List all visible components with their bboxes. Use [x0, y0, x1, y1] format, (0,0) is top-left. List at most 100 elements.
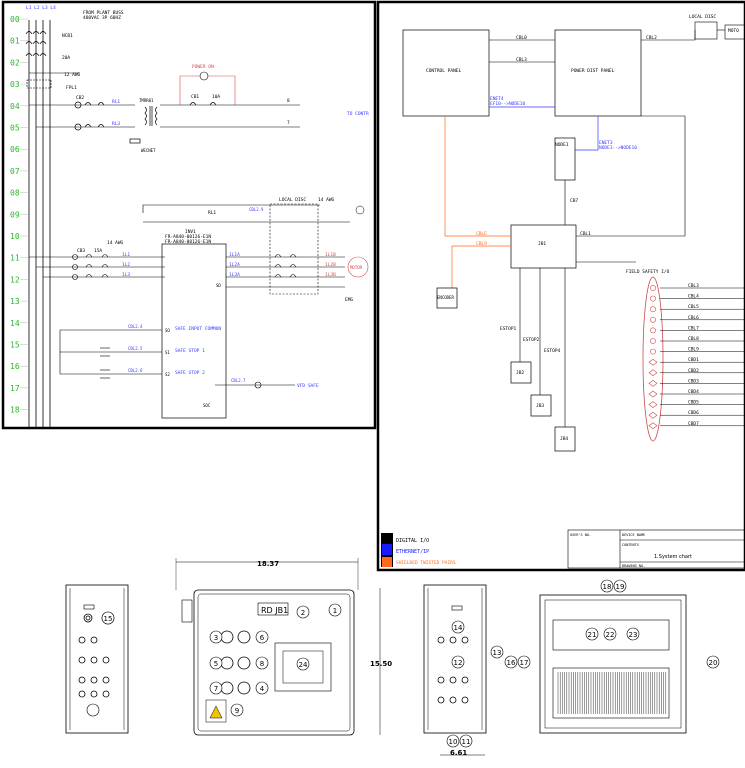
- display-window: [274, 642, 332, 692]
- callout-number: 24: [299, 661, 308, 669]
- cbl7-label: CBL2.7: [231, 378, 246, 383]
- callout-bubble: [517, 655, 531, 669]
- to-control-label: TO CONTR: [347, 111, 369, 117]
- rung-number: 14: [10, 319, 20, 328]
- safe-stop-2-label: SAFE STOP 2: [175, 370, 205, 376]
- callout-bubble: [603, 627, 617, 641]
- enet3-line: [575, 116, 599, 151]
- rung-number: 15: [10, 341, 20, 350]
- drive-terminal-sd: SD: [216, 283, 221, 288]
- callout-number: 12: [454, 659, 463, 667]
- warning-icon: [209, 705, 223, 719]
- motor-label: MOTOR: [350, 265, 363, 270]
- fpl1-label: FPL1: [66, 85, 77, 91]
- callout-number: 22: [606, 631, 615, 639]
- rung-number: 05: [10, 124, 20, 133]
- cable-1l1b-label: 1L1B: [325, 252, 336, 258]
- vfd-safe-lamp-icon: [254, 381, 262, 389]
- field-sensor-icon: [648, 380, 658, 387]
- cb7-label: CB7: [570, 198, 578, 204]
- ladder-header-supply: 480VAC 3P 60HZ: [83, 15, 121, 21]
- ncb1-label: NCB1: [62, 33, 73, 39]
- field-cable-label: CBD1: [688, 357, 699, 363]
- field-cable-label: CBL4: [688, 294, 699, 300]
- field-device-icon: [650, 316, 656, 323]
- field-device-icon: [650, 285, 656, 291]
- vfd-safe-label: VFD SAFE: [297, 383, 319, 389]
- drive-terminal-soc: SOC: [203, 403, 211, 408]
- callout-number: 5: [214, 660, 218, 668]
- rung-number: 08: [10, 189, 20, 198]
- callout-number: 7: [214, 685, 218, 693]
- power-dist-label: POWER DIST PANEL: [571, 68, 615, 74]
- din-rail-devices: [552, 619, 670, 651]
- cb2-label: CB2: [76, 95, 84, 101]
- rung-number: 11: [10, 254, 20, 263]
- callout-number: 19: [616, 583, 625, 591]
- enet3-label: ENET3: [599, 140, 613, 146]
- side-view-right: [423, 584, 487, 734]
- callout-bubble: [255, 681, 269, 695]
- enet4-label: ENET4: [490, 96, 504, 102]
- rung-number: 04: [10, 102, 20, 111]
- wecnet-label: WECNET: [141, 148, 156, 153]
- rung-number: 13: [10, 297, 20, 306]
- cb3-breaker-symbol: [29, 254, 165, 280]
- cable-1l1a-label: 1L1A: [229, 252, 240, 258]
- callout-bubble: [490, 645, 504, 659]
- front-view: [193, 589, 355, 736]
- field-safety-title: FIELD SAFETY I/O: [626, 269, 670, 275]
- title-device-name: DEVICE NAME: [622, 533, 645, 537]
- callout-number: 15: [104, 615, 113, 623]
- callout-number: 3: [214, 634, 218, 642]
- field-cable-label: CBL7: [688, 325, 699, 331]
- emg-label: EMG: [345, 297, 353, 303]
- jb1-box: [510, 224, 577, 269]
- jb3-box: [530, 394, 552, 417]
- interior-view: [539, 594, 687, 734]
- wire-7-label: 7: [287, 120, 290, 126]
- cable-1l1-label: 1L1: [122, 252, 130, 258]
- height-dimension: 15.50: [370, 660, 392, 668]
- callout-number: 11: [462, 738, 471, 746]
- callout-number: 17: [520, 659, 529, 667]
- jb4-label: JB4: [560, 436, 568, 442]
- legend-ethernet: ETHERNET/IP: [396, 549, 429, 555]
- callout-bubble: [209, 681, 223, 695]
- motor-title: MOTO: [728, 28, 739, 34]
- callout-bubble: [451, 620, 465, 634]
- field-sensor-icon: [648, 369, 658, 377]
- callout-number: 18: [603, 583, 612, 591]
- callout-bubble: [328, 603, 342, 617]
- cbl5-label: CBL2.5: [128, 346, 143, 351]
- control-panel-box: [402, 29, 490, 117]
- enclosure-drawing: [65, 558, 687, 756]
- callout-number: 16: [507, 659, 516, 667]
- field-device-icon: [650, 295, 656, 302]
- field-device-icon: [650, 348, 656, 355]
- callout-number: 20: [709, 659, 718, 667]
- jb2-box: [510, 361, 532, 384]
- rung-number: 12: [10, 275, 20, 284]
- power-on-branch-right: [208, 75, 236, 105]
- transformer-symbol: [129, 106, 158, 144]
- title-user-no: USER'S NO.: [570, 533, 591, 537]
- callout-bubble: [626, 627, 640, 641]
- field-cable-list: CBL3CBL4CBL5CBL6CBL7CBL8CBL9CBD1CBD2CBD3…: [648, 283, 745, 430]
- field-cable-label: CBL5: [688, 304, 699, 310]
- system-border: [376, 0, 745, 572]
- cable-1l3-label: 1L3: [122, 272, 130, 278]
- field-cable-label: CBD4: [688, 389, 699, 395]
- rung-09-line: [142, 204, 320, 213]
- ncb1-rating: 20A: [62, 55, 70, 61]
- rung-number: 03: [10, 80, 20, 89]
- cable-1l3b-label: 1L3B: [325, 272, 336, 278]
- cb1-rating: 10A: [212, 94, 220, 100]
- field-cable-label: CBD6: [688, 410, 699, 416]
- callout-bubble: [296, 657, 310, 671]
- field-sensor-icon: [648, 358, 658, 366]
